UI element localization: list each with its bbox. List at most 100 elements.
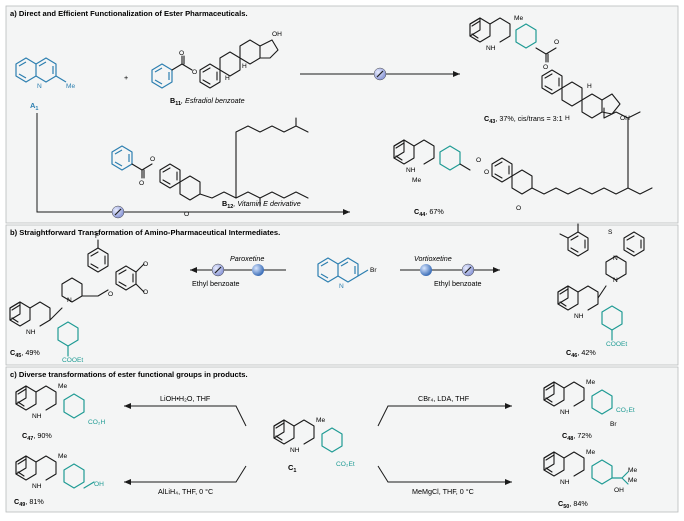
panel-a-box <box>5 5 679 224</box>
c48-nh: NH <box>560 409 570 416</box>
c47-me: Me <box>58 383 67 390</box>
compound-b11-structure: O O OH H H <box>151 31 282 89</box>
c47-co2h: CO₂H <box>88 419 105 426</box>
c44-ester-o: O <box>484 169 489 176</box>
sphere-icon-b2 <box>420 264 432 276</box>
c44-carbonyl-o: O <box>476 157 481 164</box>
b11-oh: OH <box>272 31 282 38</box>
compound-c48-label: C48, 72% <box>562 431 592 442</box>
compound-c50-label: C50, 84% <box>558 499 588 510</box>
a1-n-atom: N <box>37 83 42 90</box>
c44-ring-o: O <box>516 205 521 212</box>
compound-c1-structure: NH Me CO₂Et <box>273 417 355 468</box>
c50-me: Me <box>586 449 595 456</box>
compound-c45-label: C45, 49% <box>10 348 40 359</box>
c50-me2: Me <box>628 467 637 474</box>
ethyl-benzoate-left: Ethyl benzoate <box>192 279 240 288</box>
compound-c46-label: C46, 42% <box>566 348 596 359</box>
sphere-icon-b1 <box>252 264 264 276</box>
compound-c49-structure: NH Me OH <box>15 453 104 490</box>
cond-cbr4: CBr₄, LDA, THF <box>418 394 470 403</box>
c47-nh: NH <box>32 413 42 420</box>
vortioxetine-label: Vortioxetine <box>414 254 452 263</box>
compound-c48-structure: NH Me CO₂Et Br <box>543 379 635 428</box>
c45-ether-o: O <box>108 291 113 298</box>
compound-b11-label: B11, Esfradiol benzoate <box>170 96 245 107</box>
c44-nh: NH <box>406 167 416 174</box>
c45-f: F <box>95 233 99 240</box>
c46-n2: N <box>613 255 618 262</box>
panel-b: b) Straightforward Transformation of Ami… <box>5 223 679 366</box>
b11-h2: H <box>225 75 230 82</box>
c43-ester-o: O <box>543 64 548 71</box>
c50-nh: NH <box>560 479 570 486</box>
center-br: Br <box>370 267 377 274</box>
quinoline-bromide-structure: N Br <box>317 257 377 290</box>
compound-a1-structure: N Me <box>15 57 75 90</box>
cond-memgcl: MeMgCl, THF, 0 °C <box>412 487 474 496</box>
compound-b12-label: B12, Vitamin E derivative <box>222 199 301 210</box>
photocatalyst-icon-2 <box>111 205 125 219</box>
c45-cooet: COOEt <box>62 357 83 364</box>
c44-me: Me <box>412 177 421 184</box>
b12-ring-o: O <box>184 211 189 218</box>
b12-ester-o: O <box>150 156 155 163</box>
arrow-to-c49 <box>124 465 247 485</box>
c43-carbonyl-o: O <box>554 39 559 46</box>
c45-n-piperidine: N <box>67 297 72 304</box>
c45-o2: O <box>143 289 148 296</box>
c1-me: Me <box>316 417 325 424</box>
compound-c46-structure: NH N N S COOEt <box>557 223 645 348</box>
photocatalyst-icon-b2 <box>461 263 475 277</box>
c43-me: Me <box>514 15 523 22</box>
compound-a1-label: A1 <box>30 101 38 112</box>
compound-b12-structure: O O O <box>111 117 309 218</box>
compound-c47-label: C47, 90% <box>22 431 52 442</box>
photocatalyst-icon-b1 <box>211 263 225 277</box>
paroxetine-label: Paroxetine <box>230 254 264 263</box>
arrow-to-c48 <box>377 403 512 427</box>
compound-c1-label: C1 <box>288 463 296 474</box>
c43-h2: H <box>565 115 570 122</box>
compound-c47-structure: NH Me CO₂H <box>15 383 105 426</box>
panel-b-title: b) Straightforward Transformation of Ami… <box>10 228 280 237</box>
c49-oh: OH <box>94 481 104 488</box>
c48-co2et: CO₂Et <box>616 407 635 414</box>
c43-nh: NH <box>486 45 496 52</box>
plus-sign: + <box>124 73 128 82</box>
b12-carbonyl-o: O <box>139 180 144 187</box>
panel-c-box <box>5 366 679 513</box>
photocatalyst-icon <box>373 67 387 81</box>
c1-nh: NH <box>290 447 300 454</box>
c46-s: S <box>608 229 613 236</box>
reaction-arrow-a2 <box>36 113 350 215</box>
compound-c44-structure: NH Me O O O <box>393 107 653 212</box>
b11-carbonyl-o: O <box>179 50 184 57</box>
c46-cooet: COOEt <box>606 341 627 348</box>
c46-nh: NH <box>574 313 584 320</box>
c49-me: Me <box>58 453 67 460</box>
c45-o1: O <box>143 261 148 268</box>
compound-c45-structure: NH N F O O O COOEt <box>9 233 148 364</box>
compound-c44-label: C44, 67% <box>414 207 444 218</box>
c48-me: Me <box>586 379 595 386</box>
center-n: N <box>339 283 344 290</box>
panel-c-title: c) Diverse transformations of ester func… <box>10 370 248 379</box>
ethyl-benzoate-right: Ethyl benzoate <box>434 279 482 288</box>
compound-c43-label: C43, 37%, cis/trans = 3:1 <box>484 114 563 125</box>
c50-oh: OH <box>614 487 624 494</box>
b11-h1: H <box>242 63 247 70</box>
c50-me3: Me <box>628 477 637 484</box>
panel-a-title: a) Direct and Efficient Functionalizatio… <box>10 9 248 18</box>
cond-allh4: AlLiH₄, THF, 0 °C <box>158 487 213 496</box>
compound-c43-structure: NH Me O O OH H H <box>469 15 630 122</box>
panel-c: c) Diverse transformations of ester func… <box>5 366 679 513</box>
compound-c50-structure: NH Me Me Me OH <box>543 449 637 494</box>
c46-n1: N <box>613 277 618 284</box>
c1-co2et: CO₂Et <box>336 461 355 468</box>
panel-b-box <box>5 224 679 366</box>
c48-br: Br <box>610 421 617 428</box>
panel-a: a) Direct and Efficient Functionalizatio… <box>5 5 679 224</box>
a1-me: Me <box>66 83 75 90</box>
